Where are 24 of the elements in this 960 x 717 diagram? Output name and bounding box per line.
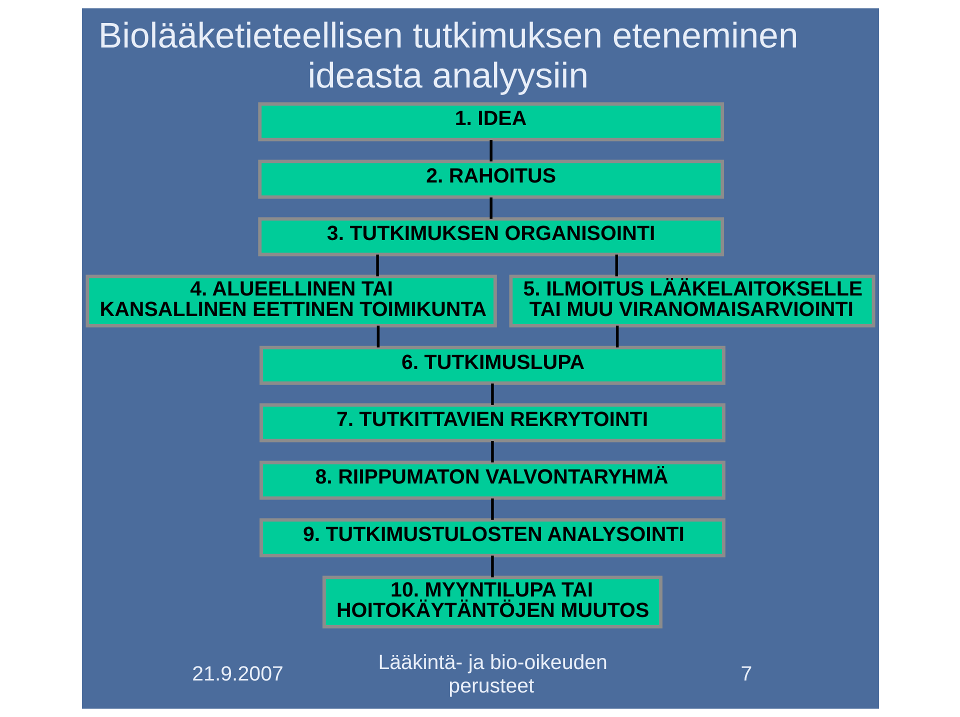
node-box: 3. TUTKIMUKSEN ORGANISOINTI xyxy=(258,217,724,256)
node-box: 2. RAHOITUS xyxy=(258,160,724,199)
connector xyxy=(490,441,494,462)
node-box: 4. ALUEELLINEN TAI KANSALLINEN EETTINEN TOIMIKUNTA xyxy=(85,274,496,328)
label: Lääkintä- ja bio-oikeuden perusteet xyxy=(378,651,607,698)
connector xyxy=(489,197,492,219)
node-box: 7. TUTKITTAVIEN REKRYTOINTI xyxy=(259,403,725,442)
node-box: 6. TUTKIMUSLUPA xyxy=(259,346,725,385)
node-box: 8. RIIPPUMATON VALVONTARYHMÄ xyxy=(259,460,725,500)
connector xyxy=(615,326,618,348)
node-box: 10. MYYNTILUPA TAI HOITOKÄYTÄNTÖJEN MUUTOS xyxy=(322,576,662,628)
connector xyxy=(489,140,492,162)
connector xyxy=(490,384,494,405)
connector xyxy=(376,254,378,276)
node-box: 1. IDEA xyxy=(258,102,724,142)
connector xyxy=(490,556,494,578)
connector xyxy=(490,498,494,520)
connector xyxy=(376,326,380,348)
diagram-title: Biolääketieteellisen tutkimuksen eteneminen ideasta analyysiin xyxy=(98,16,798,96)
connector xyxy=(614,254,618,276)
node-box: 5. ILMOITUS LÄÄKELAITOKSELLE TAI MUU VIRANOMAISARVIOINTI xyxy=(508,274,875,328)
label: 7 xyxy=(740,662,752,686)
node-box: 9. TUTKIMUSTULOSTEN ANALYSOINTI xyxy=(259,518,725,558)
label: 21.9.2007 xyxy=(192,662,283,686)
